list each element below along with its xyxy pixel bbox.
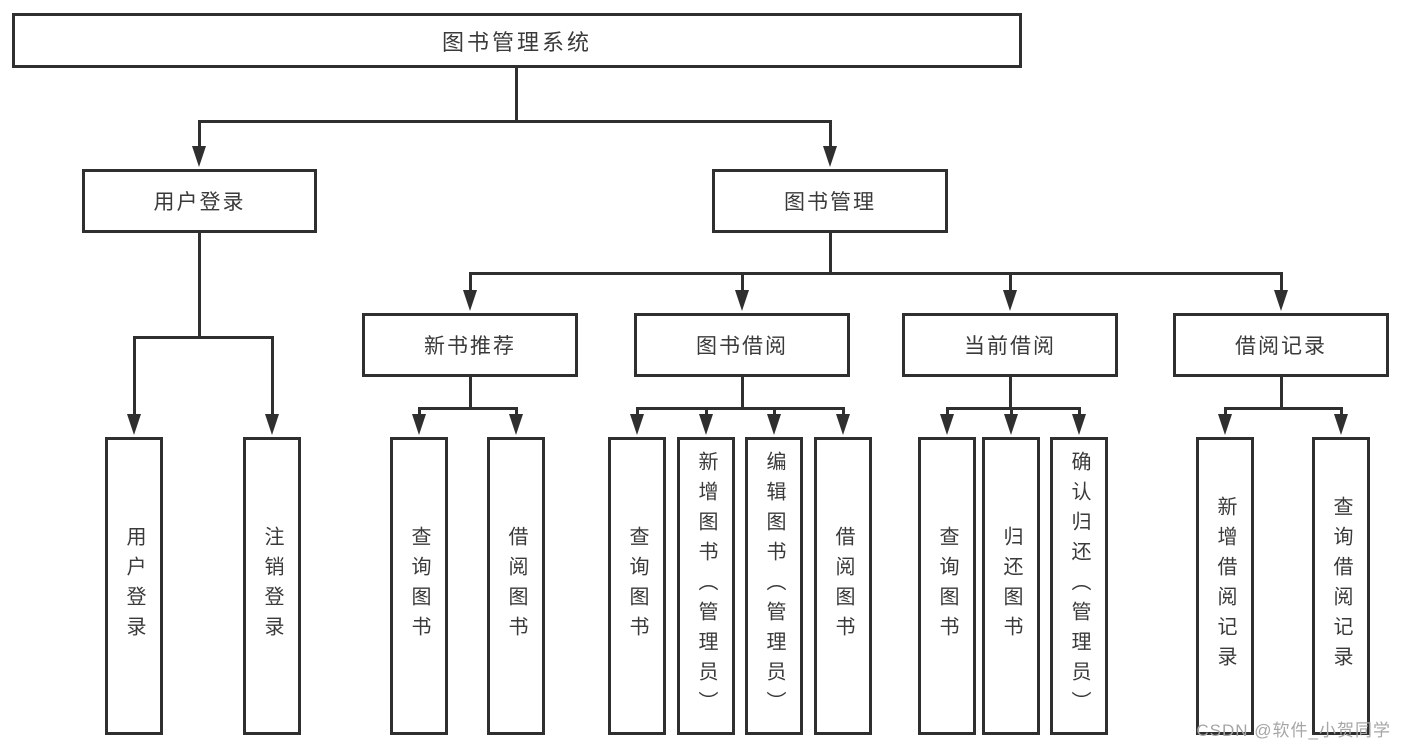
arrow-down-icon xyxy=(1218,414,1232,435)
leaf-add-borrow-record: 新增借阅记录 xyxy=(1196,437,1254,735)
connector-book-borrow-crossbar xyxy=(637,407,845,410)
connector-to-new-book-recommend xyxy=(469,272,472,292)
leaf-borrow-book: 借阅图书 xyxy=(814,437,872,735)
arrow-down-icon xyxy=(1003,290,1017,311)
leaf-add-book-admin: 新增图书（管理员） xyxy=(677,437,735,735)
connector-user-login-stem xyxy=(198,233,201,336)
arrow-down-icon xyxy=(940,414,954,435)
arrow-down-icon xyxy=(265,414,279,435)
leaf-user-login: 用户登录 xyxy=(105,437,163,735)
arrow-down-icon xyxy=(630,414,644,435)
connector-leaf-stub xyxy=(418,407,421,416)
node-book-management: 图书管理 xyxy=(712,169,948,233)
connector-to-book-management xyxy=(829,120,832,148)
arrow-down-icon xyxy=(1334,414,1348,435)
connector-root-stem xyxy=(515,68,518,120)
connector-to-user-login xyxy=(198,120,201,148)
connector-borrow-records-crossbar xyxy=(1225,407,1343,410)
node-borrow-records: 借阅记录 xyxy=(1173,313,1389,377)
arrow-down-icon xyxy=(127,414,141,435)
connector-to-borrow-records xyxy=(1280,272,1283,292)
arrow-down-icon xyxy=(767,414,781,435)
connector-leaf-stub xyxy=(705,407,708,416)
connector-to-current-borrow xyxy=(1009,272,1012,292)
connector-leaf-stub xyxy=(636,407,639,416)
connector-to-leaf-user-login xyxy=(133,336,136,416)
connector-leaf-stub xyxy=(946,407,949,416)
connector-leaf-stub xyxy=(515,407,518,416)
leaf-current-query-book: 查询图书 xyxy=(918,437,976,735)
leaf-query-borrow-record: 查询借阅记录 xyxy=(1312,437,1370,735)
connector-leaf-stub xyxy=(1340,407,1343,416)
csdn-watermark: CSDN @软件_小贺同学 xyxy=(1196,721,1391,740)
arrow-down-icon xyxy=(823,146,837,167)
connector-leaf-stub xyxy=(842,407,845,416)
arrow-down-icon xyxy=(463,290,477,311)
connector-root-crossbar xyxy=(199,120,831,123)
arrow-down-icon xyxy=(1072,414,1086,435)
arrow-down-icon xyxy=(1004,414,1018,435)
leaf-edit-book-admin: 编辑图书（管理员） xyxy=(745,437,803,735)
leaf-recommend-query-book: 查询图书 xyxy=(390,437,448,735)
connector-leaf-stub xyxy=(1224,407,1227,416)
connector-recommend-crossbar xyxy=(419,407,518,410)
connector-to-book-borrow xyxy=(741,272,744,292)
connector-leaf-stub xyxy=(773,407,776,416)
connector-leaf-stub xyxy=(1010,407,1013,416)
node-user-login: 用户登录 xyxy=(82,169,317,233)
connector-book-mgmt-stem xyxy=(829,233,832,272)
connector-current-borrow-crossbar xyxy=(947,407,1081,410)
connector-to-leaf-logout xyxy=(271,336,274,416)
connector-recommend-stem xyxy=(469,377,472,407)
leaf-return-book: 归还图书 xyxy=(982,437,1040,735)
arrow-down-icon xyxy=(1274,290,1288,311)
node-book-borrow: 图书借阅 xyxy=(634,313,850,377)
connector-book-borrow-stem xyxy=(741,377,744,407)
connector-current-borrow-stem xyxy=(1009,377,1012,407)
leaf-borrow-query-book: 查询图书 xyxy=(608,437,666,735)
leaf-recommend-borrow-book: 借阅图书 xyxy=(487,437,545,735)
arrow-down-icon xyxy=(509,414,523,435)
arrow-down-icon xyxy=(192,146,206,167)
connector-user-login-crossbar xyxy=(134,336,274,339)
node-new-book-recommend: 新书推荐 xyxy=(362,313,578,377)
connector-leaf-stub xyxy=(1078,407,1081,416)
leaf-confirm-return-admin: 确认归还（管理员） xyxy=(1050,437,1108,735)
leaf-logout-login: 注销登录 xyxy=(243,437,301,735)
arrow-down-icon xyxy=(735,290,749,311)
node-root-system: 图书管理系统 xyxy=(12,13,1022,68)
connector-borrow-records-stem xyxy=(1280,377,1283,407)
connector-book-mgmt-crossbar xyxy=(470,272,1282,275)
arrow-down-icon xyxy=(836,414,850,435)
arrow-down-icon xyxy=(412,414,426,435)
arrow-down-icon xyxy=(699,414,713,435)
node-current-borrow: 当前借阅 xyxy=(902,313,1118,377)
